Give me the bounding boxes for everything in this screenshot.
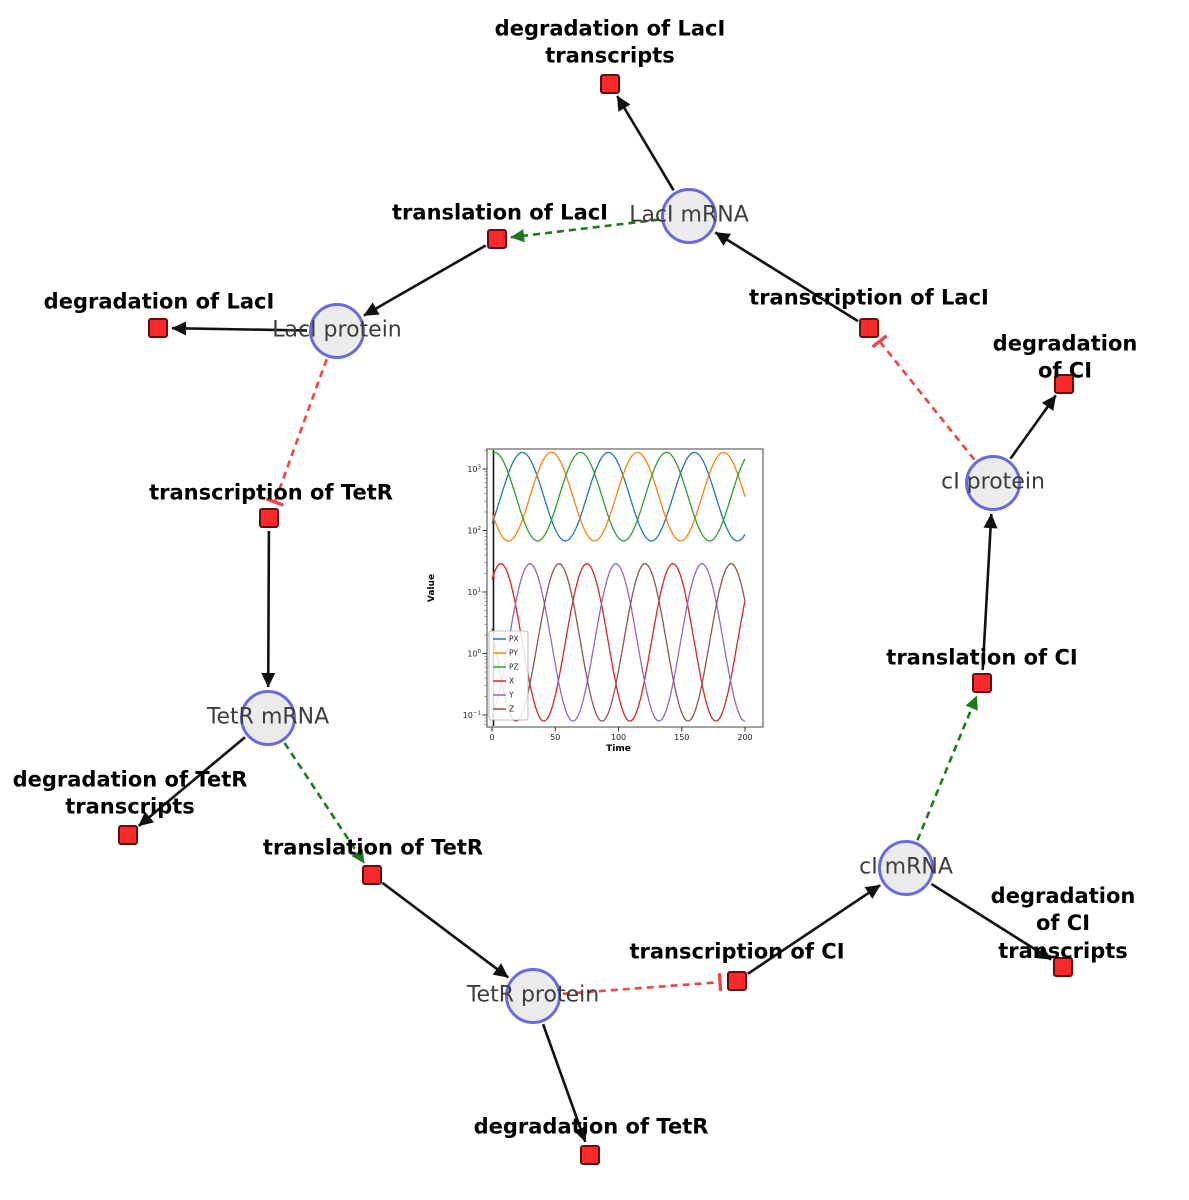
series-line-pz xyxy=(491,451,746,542)
series-line-py xyxy=(491,451,746,542)
x-tick-label: 150 xyxy=(674,733,689,742)
edge-inhibition-tetr-protein-to-transcription-ci xyxy=(562,973,723,996)
edge-inhibition-ci-protein-to-transcription-laci xyxy=(871,334,976,461)
reaction-node-deg-tetr-tx[interactable] xyxy=(118,825,138,845)
chart-legend: PX PY PZ XYZ xyxy=(488,630,529,721)
reaction-node-deg-laci[interactable] xyxy=(148,318,168,338)
reaction-node-deg-tetr[interactable] xyxy=(580,1145,600,1165)
reaction-node-translation-ci[interactable] xyxy=(972,673,992,693)
edge-inhibition-laci-protein-to-transcription-tetr xyxy=(266,358,328,507)
y-tick-label: 10−1 xyxy=(463,711,481,721)
reaction-node-transcription-ci[interactable] xyxy=(727,971,747,991)
x-tick-label: 200 xyxy=(737,733,752,742)
edge-consumption-ci-mrna-to-deg-ci-tx xyxy=(930,882,1052,961)
reaction-node-transcription-laci[interactable] xyxy=(859,318,879,338)
x-tick-label: 50 xyxy=(550,733,560,742)
legend-label-py: PY xyxy=(509,649,518,658)
series-line-x xyxy=(491,563,746,722)
species-node-tetr-mrna[interactable] xyxy=(240,690,296,746)
series-line-z xyxy=(491,563,746,722)
species-node-ci-mrna[interactable] xyxy=(878,840,934,896)
plot-frame xyxy=(486,448,764,728)
y-tick-label: 103 xyxy=(467,465,481,475)
x-tick-label: 0 xyxy=(489,733,494,742)
edge-consumption-tetr-mrna-to-deg-tetr-tx xyxy=(137,736,246,827)
edge-production-translation-laci-to-laci-protein xyxy=(363,244,487,317)
series-line-px xyxy=(491,451,746,542)
reaction-node-deg-ci-tx[interactable] xyxy=(1053,957,1073,977)
species-node-tetr-protein[interactable] xyxy=(505,968,561,1024)
species-node-ci-protein[interactable] xyxy=(965,455,1021,511)
x-tick-label: 100 xyxy=(611,733,626,742)
series-line-y xyxy=(491,563,746,722)
legend-label-px: PX xyxy=(509,635,519,644)
legend-label-x: X xyxy=(509,677,514,686)
series-lines xyxy=(491,450,746,726)
edge-consumption-laci-mrna-to-deg-laci-tx xyxy=(616,95,675,191)
edge-consumption-tetr-protein-to-deg-tetr xyxy=(541,1023,588,1143)
y-axis-label: Value xyxy=(427,574,437,602)
x-axis-label: Time xyxy=(606,744,631,754)
y-tick-label: 101 xyxy=(467,588,481,598)
edge-consumption-laci-protein-to-deg-laci xyxy=(171,321,308,336)
legend-label-pz: PZ xyxy=(509,663,519,672)
species-node-laci-protein[interactable] xyxy=(309,303,365,359)
edge-production-transcription-tetr-to-tetr-mrna xyxy=(261,530,276,688)
edge-production-transcription-laci-to-laci-mrna xyxy=(714,231,859,323)
edge-modifier-laci-mrna-to-translation-laci xyxy=(510,218,660,243)
reaction-node-transcription-tetr[interactable] xyxy=(259,508,279,528)
reaction-node-deg-laci-tx[interactable] xyxy=(600,74,620,94)
reaction-node-deg-ci[interactable] xyxy=(1054,374,1074,394)
y-tick-label: 102 xyxy=(467,526,481,536)
y-tick-label: 100 xyxy=(467,649,481,659)
edge-modifier-ci-mrna-to-translation-ci xyxy=(916,695,978,841)
reaction-node-translation-laci[interactable] xyxy=(487,229,507,249)
edge-modifier-tetr-mrna-to-translation-tetr xyxy=(283,742,366,865)
species-node-laci-mrna[interactable] xyxy=(661,188,717,244)
edge-production-translation-ci-to-ci-protein xyxy=(981,513,998,671)
edge-production-transcription-ci-to-ci-mrna xyxy=(747,884,881,975)
edge-production-translation-tetr-to-tetr-protein xyxy=(381,881,509,979)
reaction-node-translation-tetr[interactable] xyxy=(362,865,382,885)
legend-label-y: Y xyxy=(508,691,514,700)
legend-label-z: Z xyxy=(509,705,514,714)
edge-consumption-ci-protein-to-deg-ci xyxy=(1009,394,1057,460)
